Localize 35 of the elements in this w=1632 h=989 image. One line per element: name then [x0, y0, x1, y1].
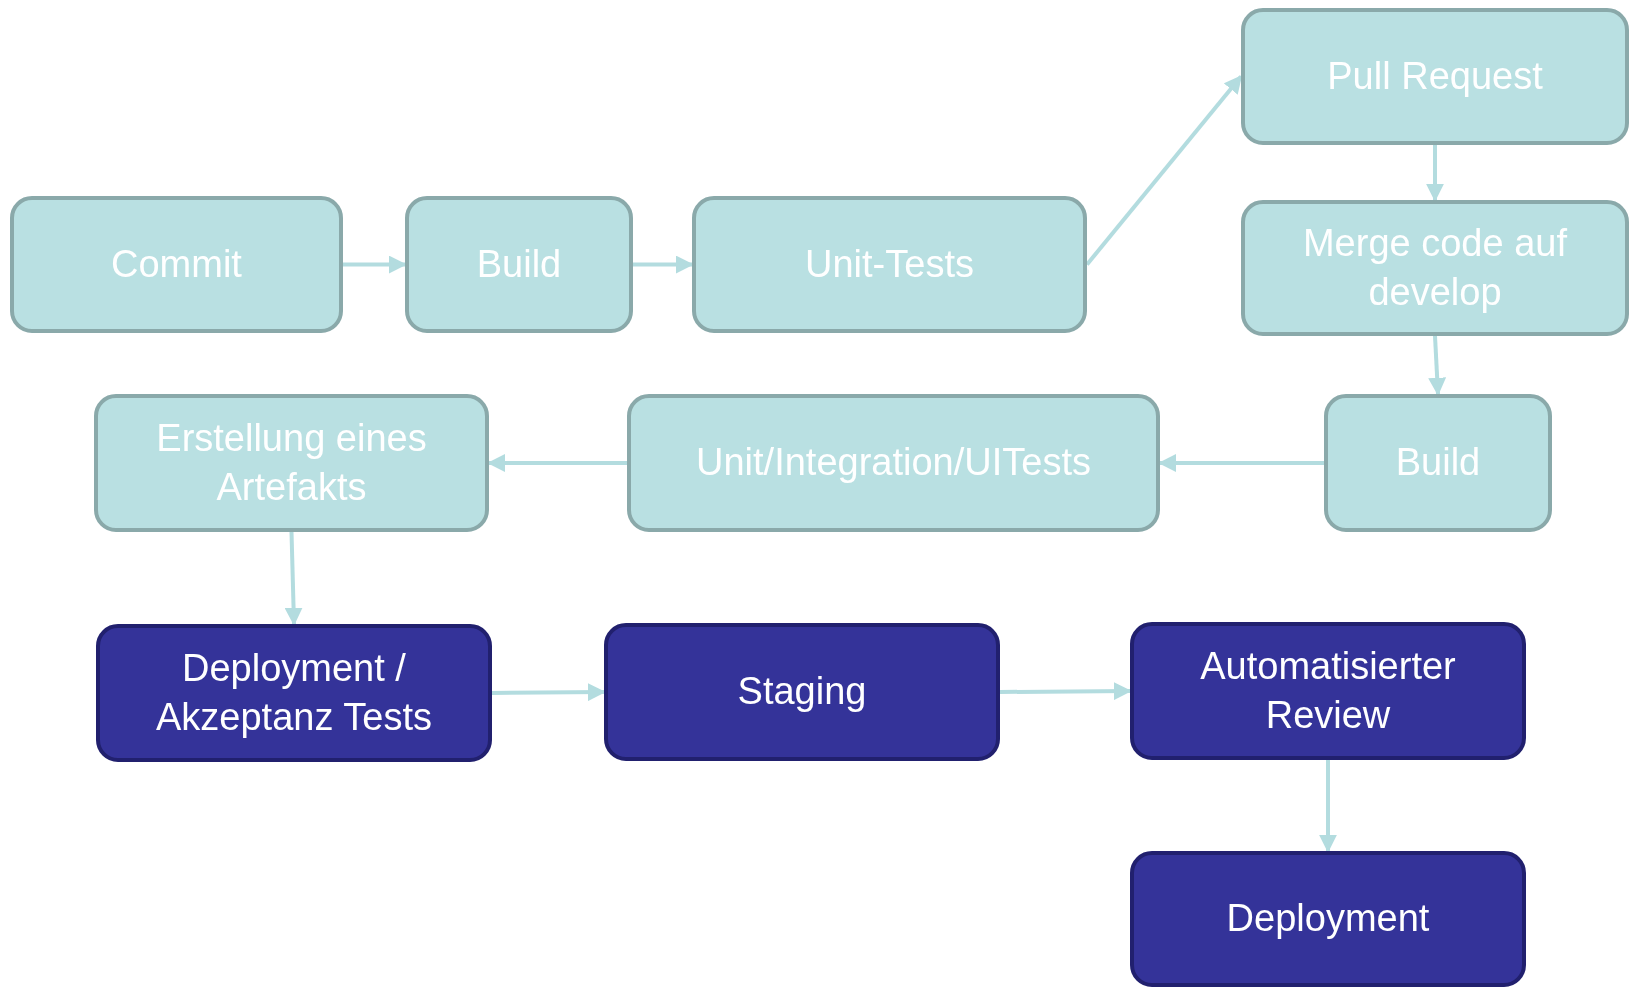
step-label: Merge code auf develop — [1301, 220, 1569, 315]
process-box — [405, 196, 633, 333]
arrow — [1158, 454, 1324, 472]
arrow — [487, 454, 627, 472]
step-label: Unit-Tests — [805, 241, 974, 287]
process-box — [96, 624, 492, 762]
process-box — [627, 394, 1160, 532]
step-label: Build — [1395, 440, 1481, 486]
process-box — [1241, 8, 1629, 145]
process-box — [94, 394, 489, 532]
process-box — [604, 623, 1000, 761]
process-box — [1324, 394, 1552, 532]
step-label: Pull Request — [1327, 53, 1543, 99]
step-label: Deployment — [1226, 896, 1430, 942]
process-box — [692, 196, 1087, 333]
step-label: Commit — [111, 241, 242, 287]
arrow — [1085, 75, 1243, 266]
step-label: Automatisierter Review — [1199, 643, 1457, 738]
step-label: Staging — [737, 669, 867, 715]
arrow — [1000, 682, 1132, 701]
process-box — [1130, 622, 1526, 760]
arrow — [491, 683, 606, 702]
step-label: Erstellung eines Artefakts — [155, 415, 428, 510]
arrow — [284, 531, 303, 626]
arrow — [1319, 760, 1337, 853]
arrow — [633, 255, 694, 274]
arrow — [1428, 335, 1447, 396]
arrow — [1426, 145, 1444, 202]
step-label: Build — [476, 241, 562, 287]
step-label: Unit/Integration/UITests — [696, 440, 1091, 486]
process-box — [1241, 200, 1629, 336]
process-box — [1130, 851, 1526, 987]
step-label: Deployment / Akzeptanz Tests — [155, 645, 433, 740]
process-box — [10, 196, 343, 333]
arrow — [343, 255, 407, 274]
